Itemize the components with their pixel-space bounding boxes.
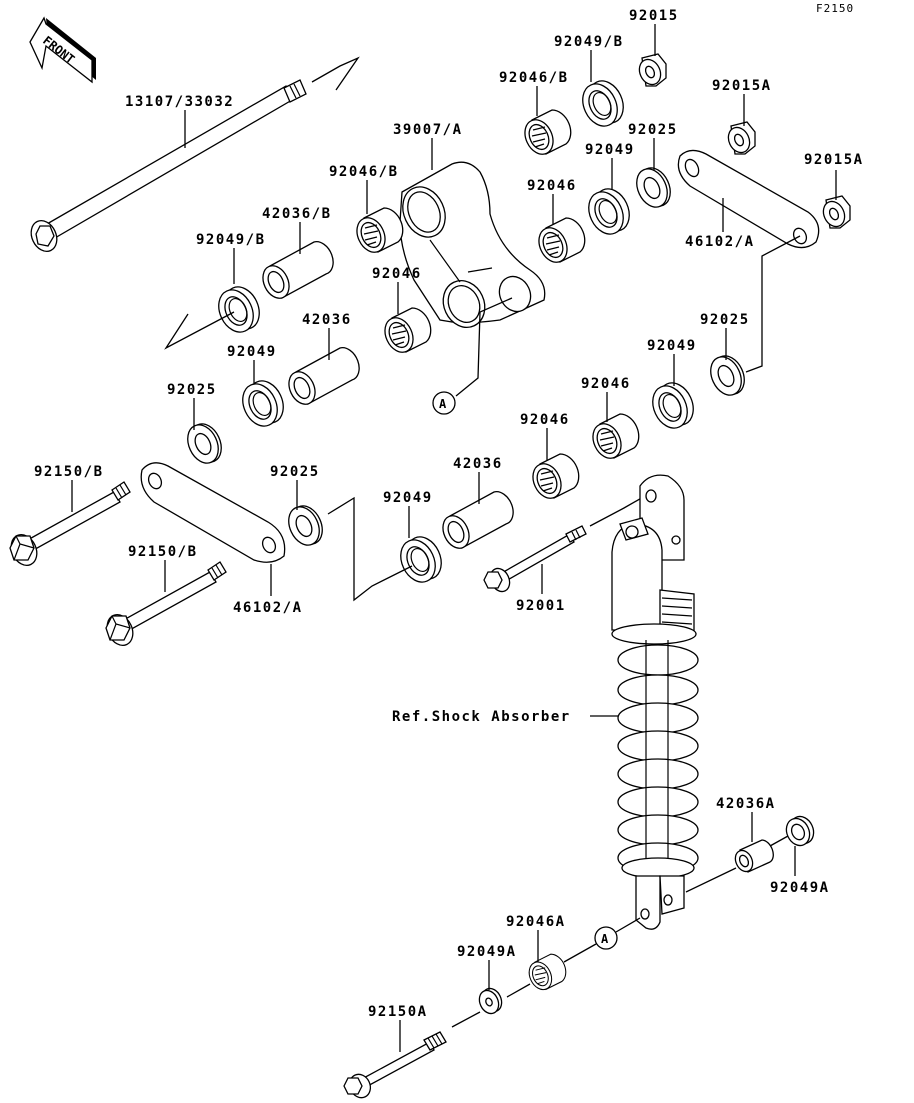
part-bolt[interactable]: [343, 1031, 447, 1101]
callout-a-marker: A: [432, 391, 456, 415]
part-sleeve[interactable]: [283, 346, 360, 410]
part-label-92049-b[interactable]: 92049/B: [196, 232, 266, 248]
leader-line: [685, 835, 789, 893]
part-label-92025[interactable]: 92025: [270, 464, 320, 480]
front-arrow-icon: FRONT: [29, 16, 96, 84]
part-oil-seal[interactable]: [645, 376, 701, 435]
part-label-92015a[interactable]: 92015A: [804, 152, 864, 168]
part-label-42036-b[interactable]: 42036/B: [262, 206, 332, 222]
part-label-92150a[interactable]: 92150A: [368, 1004, 428, 1020]
callout-a-marker: A: [594, 926, 618, 950]
part-label-92049[interactable]: 92049: [383, 490, 433, 506]
leader-line: [451, 1011, 481, 1028]
part-oil-seal[interactable]: [476, 985, 505, 1016]
part-oil-seal[interactable]: [581, 182, 637, 241]
part-washer[interactable]: [704, 350, 751, 401]
part-needle-bearing[interactable]: [518, 109, 572, 160]
part-needle-bearing[interactable]: [526, 453, 580, 504]
leader-line: [327, 496, 413, 602]
part-sleeve[interactable]: [257, 240, 334, 304]
part-needle-bearing[interactable]: [378, 307, 432, 358]
part-flange-nut[interactable]: [723, 121, 756, 157]
part-needle-bearing[interactable]: [524, 953, 567, 994]
part-label-92049[interactable]: 92049: [227, 344, 277, 360]
part-label-92025[interactable]: 92025: [700, 312, 750, 328]
part-sleeve[interactable]: [732, 839, 774, 874]
reference-label-shock-absorber[interactable]: Ref.Shock Absorber: [392, 709, 571, 725]
part-label-92015[interactable]: 92015: [629, 8, 679, 24]
part-bolt[interactable]: [101, 561, 227, 651]
leader-line: [506, 983, 531, 998]
part-label-42036[interactable]: 42036: [453, 456, 503, 472]
part-rocker-arm[interactable]: [395, 161, 546, 334]
figure-code: F2150: [816, 2, 854, 15]
part-needle-bearing[interactable]: [350, 207, 404, 258]
part-label-92150-b[interactable]: 92150/B: [34, 464, 104, 480]
leader-line: [563, 917, 641, 963]
part-label-92046[interactable]: 92046: [527, 178, 577, 194]
leader-line: [164, 311, 235, 350]
svg-text:A: A: [601, 932, 609, 946]
part-oil-seal[interactable]: [575, 74, 631, 133]
part-tie-rod[interactable]: [140, 462, 286, 563]
part-label-92046[interactable]: 92046: [372, 266, 422, 282]
part-flange-nut[interactable]: [634, 53, 667, 89]
part-flange-nut[interactable]: [818, 195, 851, 231]
part-oil-seal[interactable]: [393, 530, 449, 589]
part-label-46102-a[interactable]: 46102/A: [233, 600, 303, 616]
part-label-39007-a[interactable]: 39007/A: [393, 122, 463, 138]
part-needle-bearing[interactable]: [586, 413, 640, 464]
leader-line: [589, 495, 646, 527]
part-label-92046-b[interactable]: 92046/B: [329, 164, 399, 180]
part-shock-absorber[interactable]: [611, 474, 699, 930]
part-bolt[interactable]: [5, 481, 131, 571]
part-washer[interactable]: [282, 500, 329, 551]
part-needle-bearing[interactable]: [532, 217, 586, 268]
part-label-92049-b[interactable]: 92049/B: [554, 34, 624, 50]
part-label-92049[interactable]: 92049: [647, 338, 697, 354]
part-label-92049a[interactable]: 92049A: [770, 880, 830, 896]
part-washer[interactable]: [630, 162, 677, 213]
part-label-92150-b[interactable]: 92150/B: [128, 544, 198, 560]
part-label-92046[interactable]: 92046: [520, 412, 570, 428]
leader-line: [745, 235, 801, 373]
part-label-92049[interactable]: 92049: [585, 142, 635, 158]
part-label-42036[interactable]: 42036: [302, 312, 352, 328]
part-label-92025[interactable]: 92025: [167, 382, 217, 398]
part-oil-seal[interactable]: [211, 280, 267, 339]
part-label-92025[interactable]: 92025: [628, 122, 678, 138]
part-sleeve[interactable]: [437, 490, 514, 554]
leader-line: [455, 297, 513, 397]
part-label-92046a[interactable]: 92046A: [506, 914, 566, 930]
part-label-92001[interactable]: 92001: [516, 598, 566, 614]
part-label-46102-a[interactable]: 46102/A: [685, 234, 755, 250]
part-label-92046-b[interactable]: 92046/B: [499, 70, 569, 86]
part-long-bolt[interactable]: [26, 56, 360, 256]
part-label-42036a[interactable]: 42036A: [716, 796, 776, 812]
part-tie-rod[interactable]: [677, 149, 820, 249]
svg-text:A: A: [439, 397, 447, 411]
part-label-92015a[interactable]: 92015A: [712, 78, 772, 94]
part-label-13107-33032[interactable]: 13107/33032: [125, 94, 234, 110]
part-oil-seal[interactable]: [235, 374, 291, 433]
part-washer[interactable]: [181, 418, 228, 469]
part-label-92046[interactable]: 92046: [581, 376, 631, 392]
part-oil-seal[interactable]: [782, 813, 818, 850]
part-bolt[interactable]: [483, 525, 587, 595]
part-label-92049a[interactable]: 92049A: [457, 944, 517, 960]
